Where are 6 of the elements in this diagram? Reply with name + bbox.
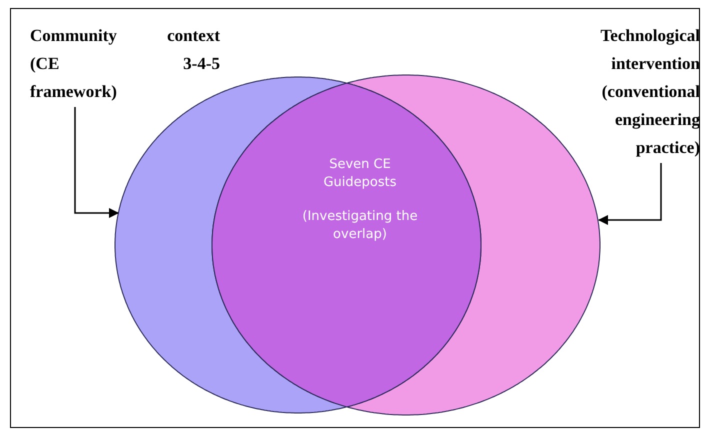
arrow (598, 163, 662, 225)
arrow (74, 107, 119, 218)
subtitle-text: (Investigating the overlap) (301, 208, 419, 244)
callout-text: Community context (CE 3-4-5 framework) (30, 22, 220, 106)
title-text: Seven CE Guideposts (322, 156, 398, 192)
callout-text: Technological intervention (conventional engineering practice) (560, 22, 700, 162)
